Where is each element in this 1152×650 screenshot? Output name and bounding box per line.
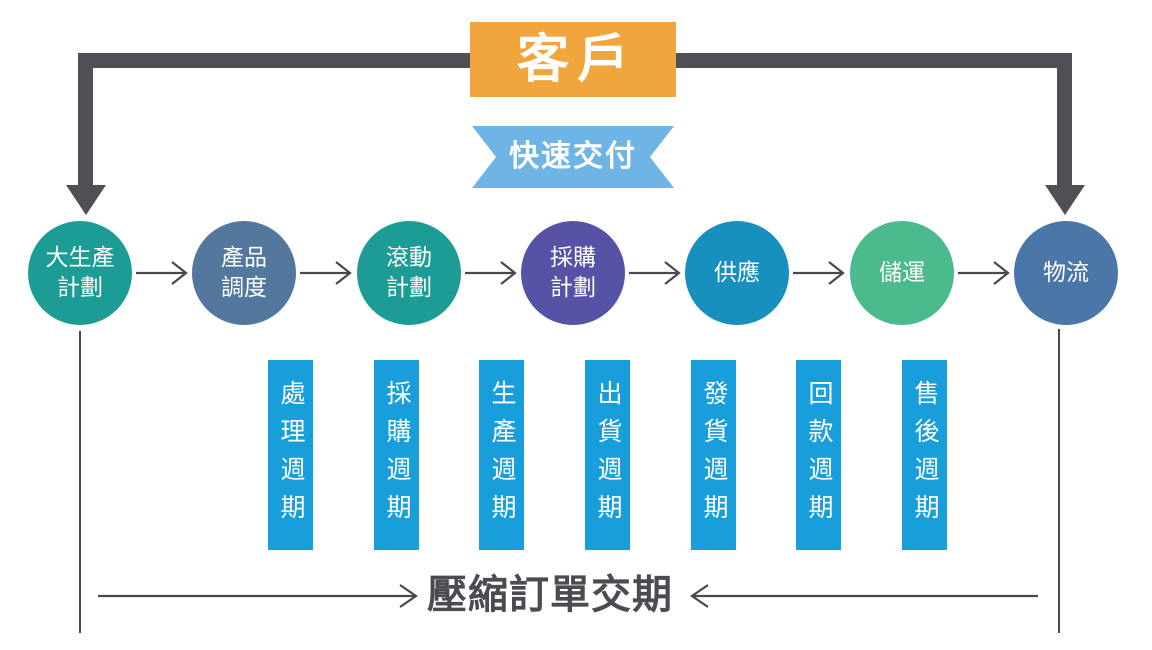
cycle-label: 發貨週期	[700, 380, 728, 532]
fast-delivery-label: 快速交付	[509, 140, 637, 173]
fast-delivery-ribbon: 快速交付	[472, 126, 674, 188]
stage-label: 滾動 計劃	[386, 244, 432, 300]
stage-label: 物流	[1043, 259, 1089, 286]
cycle-bar-production: 生產週期	[479, 360, 524, 550]
arrow-right-icon	[300, 261, 352, 285]
stage-node-procurement-plan: 採購 計劃	[521, 221, 625, 325]
cycle-bar-after-sales: 售後週期	[902, 360, 947, 550]
lead-time-right-line	[1058, 329, 1060, 633]
customer-right-arrow-line	[1057, 53, 1072, 185]
arrow-right-icon	[958, 261, 1010, 285]
stage-node-supply: 供應	[685, 221, 789, 325]
cycle-label: 售後週期	[911, 380, 939, 532]
cycle-label: 回款週期	[805, 380, 833, 532]
arrow-right-icon	[136, 261, 188, 285]
stage-node-rolling-plan: 滾動 計劃	[357, 221, 461, 325]
arrow-right-icon	[629, 261, 681, 285]
stage-node-storage-transport: 儲運	[850, 221, 954, 325]
cycle-bar-payment-collection: 回款週期	[796, 360, 841, 550]
stage-label: 大生產 計劃	[45, 244, 115, 300]
cycle-label: 生產週期	[488, 380, 516, 532]
stage-node-product-scheduling: 產品 調度	[192, 221, 296, 325]
arrow-down-icon	[66, 185, 106, 215]
lead-time-left-line	[79, 331, 81, 633]
cycle-bar-processing: 處理週期	[268, 360, 313, 550]
stage-label: 供應	[714, 259, 760, 286]
arrow-down-icon	[1045, 185, 1085, 215]
cycle-bar-procurement: 採購週期	[374, 360, 419, 550]
customer-node: 客戶	[470, 22, 676, 97]
cycle-label: 出貨週期	[594, 380, 622, 532]
cycle-label: 處理週期	[277, 380, 305, 532]
stage-label: 儲運	[879, 259, 925, 286]
customer-label: 客戶	[516, 30, 637, 89]
customer-left-arrow-line	[78, 53, 470, 68]
arrow-left-icon	[690, 584, 1038, 608]
cycle-bar-shipment: 出貨週期	[585, 360, 630, 550]
arrow-right-icon	[465, 261, 517, 285]
stage-node-logistics: 物流	[1014, 221, 1118, 325]
arrow-right-icon	[98, 584, 418, 608]
stage-node-master-production-plan: 大生產 計劃	[28, 221, 132, 325]
arrow-right-icon	[793, 261, 845, 285]
stage-label: 採購 計劃	[550, 244, 596, 300]
customer-left-arrow-line	[78, 53, 93, 185]
cycle-label: 採購週期	[383, 380, 411, 532]
compress-lead-time-title: 壓縮訂單交期	[427, 573, 673, 617]
cycle-bar-delivery: 發貨週期	[691, 360, 736, 550]
stage-label: 產品 調度	[221, 244, 267, 300]
customer-right-arrow-line	[676, 53, 1072, 68]
